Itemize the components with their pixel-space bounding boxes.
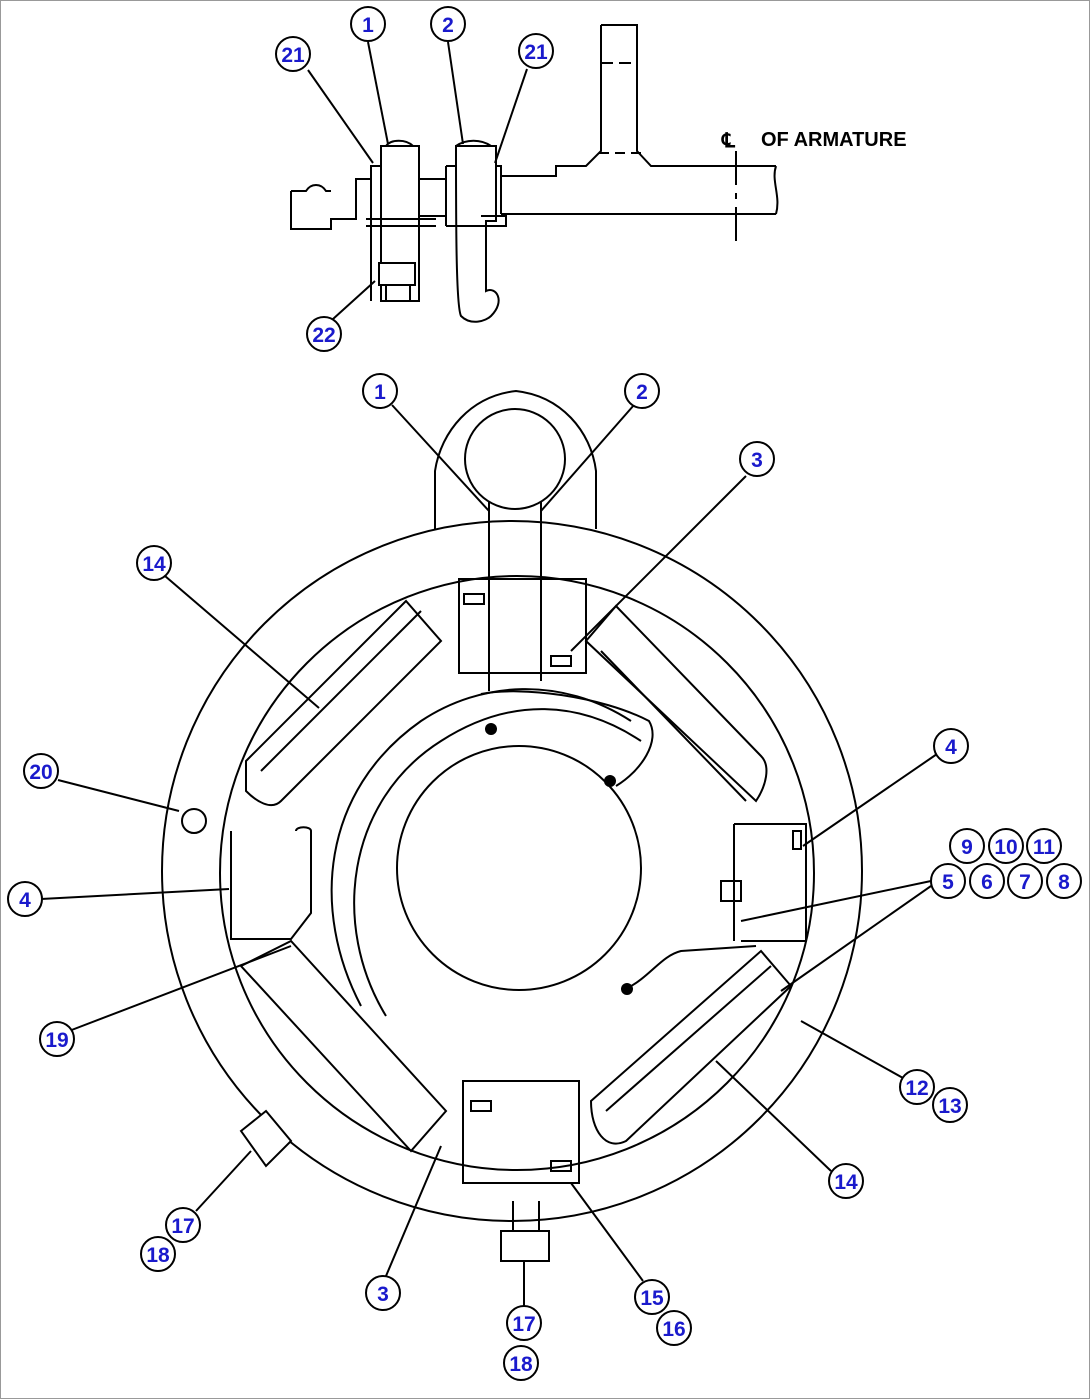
- callout-8: 8: [1046, 863, 1082, 899]
- centerline-label: OF ARMATURE: [761, 129, 907, 151]
- callout-17a: 17: [165, 1207, 201, 1243]
- svg-text:21: 21: [281, 44, 305, 67]
- callout-4a: 4: [933, 728, 969, 764]
- svg-text:2: 2: [636, 381, 648, 404]
- callout-19: 19: [39, 1021, 75, 1057]
- svg-text:10: 10: [994, 836, 1017, 859]
- callout-9: 9: [949, 828, 985, 864]
- svg-text:5: 5: [942, 871, 954, 894]
- callout-12: 12: [899, 1069, 935, 1105]
- callout-21b: 21: [518, 33, 554, 69]
- end-view: [40, 389, 938, 1307]
- svg-text:4: 4: [19, 889, 31, 912]
- callout-1a: 1: [350, 6, 386, 42]
- callout-1b: 1: [362, 373, 398, 409]
- centerline-symbol: ℄: [721, 130, 736, 152]
- svg-text:17: 17: [512, 1313, 535, 1336]
- svg-text:1: 1: [362, 14, 374, 37]
- svg-text:3: 3: [377, 1283, 389, 1306]
- callout-18b: 18: [503, 1345, 539, 1381]
- svg-text:6: 6: [981, 871, 993, 894]
- callout-17b: 17: [506, 1305, 542, 1341]
- callout-7: 7: [1007, 863, 1043, 899]
- svg-text:20: 20: [29, 761, 52, 784]
- svg-text:17: 17: [171, 1215, 194, 1238]
- svg-text:12: 12: [905, 1077, 928, 1100]
- callout-3b: 3: [365, 1275, 401, 1311]
- svg-text:7: 7: [1019, 871, 1031, 894]
- svg-text:9: 9: [961, 836, 973, 859]
- callout-22: 22: [306, 316, 342, 352]
- svg-text:22: 22: [312, 324, 335, 347]
- svg-text:14: 14: [142, 553, 166, 576]
- callout-20: 20: [23, 753, 59, 789]
- svg-text:4: 4: [945, 736, 957, 759]
- svg-text:1: 1: [374, 381, 386, 404]
- callout-16: 16: [656, 1310, 692, 1346]
- callout-2b: 2: [624, 373, 660, 409]
- callout-6: 6: [969, 863, 1005, 899]
- callout-4b: 4: [7, 881, 43, 917]
- svg-text:18: 18: [146, 1244, 170, 1267]
- callout-3a: 3: [739, 441, 775, 477]
- svg-text:15: 15: [640, 1287, 664, 1310]
- svg-text:3: 3: [751, 449, 763, 472]
- callout-14a: 14: [136, 545, 172, 581]
- callout-11: 11: [1026, 828, 1062, 864]
- callout-13: 13: [932, 1087, 968, 1123]
- callout-21a: 21: [275, 36, 311, 72]
- svg-text:2: 2: [442, 14, 454, 37]
- svg-text:13: 13: [938, 1095, 961, 1118]
- callout-5: 5: [930, 863, 966, 899]
- svg-text:8: 8: [1058, 871, 1070, 894]
- svg-text:21: 21: [524, 41, 548, 64]
- side-view: ℄ OF ARMATURE: [290, 24, 907, 323]
- callout-14b: 14: [828, 1163, 864, 1199]
- svg-text:18: 18: [509, 1353, 533, 1376]
- callout-15: 15: [634, 1279, 670, 1315]
- callout-2a: 2: [430, 6, 466, 42]
- callout-18a: 18: [140, 1236, 176, 1272]
- svg-text:14: 14: [834, 1171, 858, 1194]
- callout-10: 10: [988, 828, 1024, 864]
- svg-text:16: 16: [662, 1318, 685, 1341]
- svg-text:19: 19: [45, 1029, 68, 1052]
- svg-text:11: 11: [1033, 836, 1056, 859]
